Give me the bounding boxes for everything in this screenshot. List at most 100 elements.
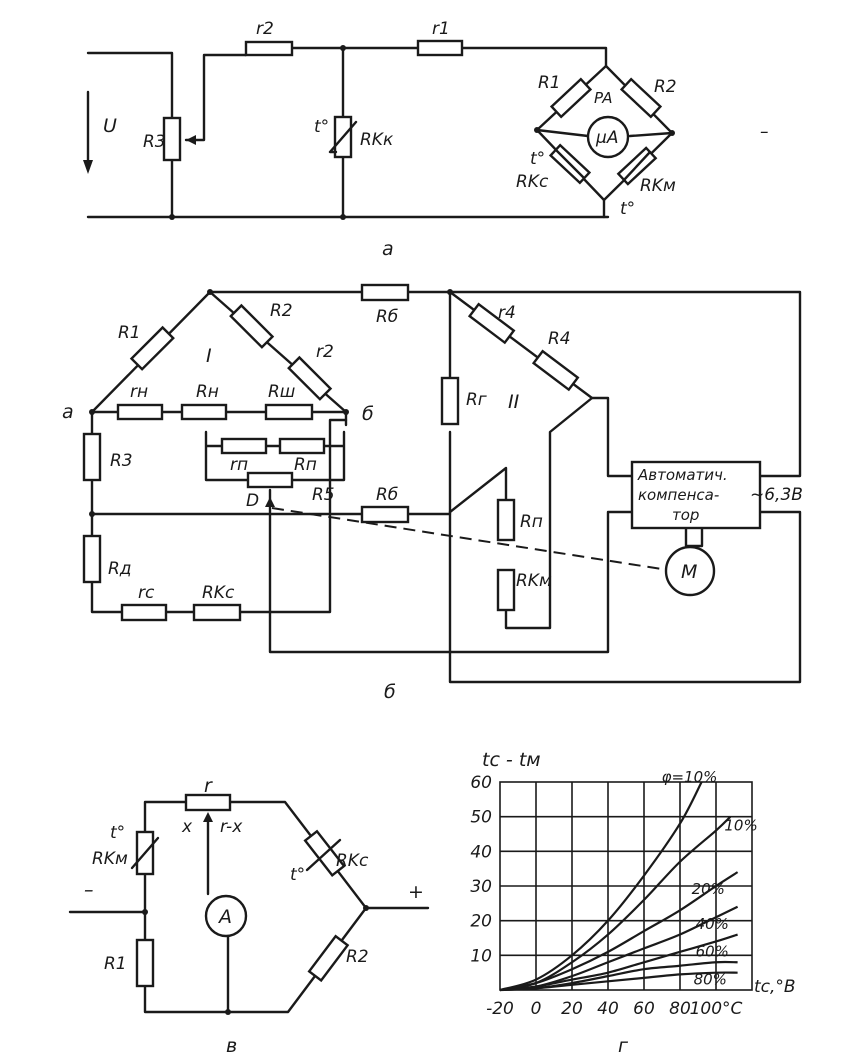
- label-a: а: [62, 401, 74, 423]
- resistor-R2-b: [229, 303, 275, 349]
- label-Rr: Rг: [466, 390, 487, 410]
- compensator-line-3: тор: [672, 506, 699, 524]
- chart-y-tick: 30: [470, 877, 492, 897]
- label-t-RKk: t°: [314, 117, 329, 137]
- compensator-line-2: компенса-: [638, 486, 719, 504]
- resistor-R1-b: [129, 325, 175, 371]
- label-R2-b: R2: [270, 301, 293, 321]
- label-RKc: RKс: [516, 172, 549, 192]
- chart-y-tick: 20: [470, 912, 492, 932]
- label-Rb-mid: Rб: [376, 485, 398, 505]
- resistor-R1-a: [549, 77, 593, 119]
- resistor-r4: [467, 302, 516, 345]
- motor: [664, 545, 716, 597]
- label-U: U: [103, 115, 117, 137]
- thermistor-RKm-b: [496, 568, 516, 612]
- resistor-r2-b: [287, 355, 333, 401]
- label-Rsh: Rш: [268, 382, 295, 402]
- label-RKc-v: RKс: [336, 851, 369, 871]
- label-r4: r4: [498, 303, 516, 323]
- chart-series-label: 60%: [696, 943, 729, 961]
- chart-series-label: 10%: [724, 817, 757, 835]
- chart-x-tick: 0: [531, 999, 542, 1019]
- resistor-R4: [531, 349, 580, 392]
- label-rn: rн: [130, 382, 148, 402]
- label-rx: r-x: [220, 817, 243, 837]
- panel-v: r x r-x t° RKм t° RKс A – + R1 R2 в: [68, 775, 430, 1057]
- resistor-Rb-top: [360, 283, 410, 302]
- label-Rn: Rн: [196, 382, 219, 402]
- label-Rb-top: Rб: [376, 307, 398, 327]
- resistor-R2-v: [307, 934, 350, 983]
- resistor-R3: [162, 116, 182, 162]
- label-rc: rс: [138, 583, 155, 603]
- label-R4: R4: [548, 329, 571, 349]
- chart-y-tick: 50: [470, 808, 492, 828]
- automatic-compensator: [630, 460, 762, 530]
- label-D: D: [246, 491, 259, 511]
- resistor-R1-v: [135, 938, 155, 988]
- label-r1: r1: [432, 19, 450, 39]
- chart-y-tick: 60: [470, 773, 492, 793]
- label-uA: μA: [595, 128, 618, 148]
- resistor-Rr: [440, 376, 460, 426]
- label-r2: r2: [256, 19, 274, 39]
- chart-series-label: 40%: [696, 915, 729, 933]
- label-Rd: Rд: [108, 559, 132, 579]
- chart-x-tick: 40: [597, 999, 619, 1019]
- panel-b: R1 R2 Rб r4 R4 I r2 II Rг а б rн Rн Rш R…: [62, 283, 803, 703]
- chart-series-label: φ=10%: [662, 768, 718, 786]
- label-II: II: [508, 391, 520, 413]
- chart-series-label: 20%: [692, 880, 725, 898]
- resistor-R2-a: [619, 77, 663, 119]
- label-M: M: [681, 561, 697, 583]
- label-r-v: r: [204, 775, 213, 797]
- chart-ylabel: tс - tм: [482, 749, 541, 771]
- chart-y-tick: 40: [470, 842, 492, 862]
- label-I: I: [206, 345, 212, 367]
- label-RKm-b: RKм: [516, 571, 552, 591]
- chart-series-line: [499, 971, 738, 992]
- label-r2-b: r2: [316, 342, 334, 362]
- label-RKk: RKк: [360, 130, 394, 150]
- caption-b: б: [384, 681, 396, 703]
- chart-series: φ=10%10%20%40%60%80%: [499, 768, 758, 992]
- label-plus-v: +: [408, 881, 424, 903]
- label-minus-v: –: [84, 879, 94, 901]
- resistor-Rp2: [496, 498, 516, 542]
- label-t-RKm-v: t°: [110, 823, 125, 843]
- chart-series-line: [499, 871, 739, 992]
- label-minus: –: [760, 122, 769, 142]
- caption-g: г: [618, 1035, 629, 1057]
- resistor-rp: [220, 437, 268, 455]
- chart-x-tick: 80: [669, 999, 691, 1019]
- chart-series-line: [499, 933, 738, 992]
- resistor-r2: [244, 40, 294, 57]
- label-R1-v: R1: [104, 954, 127, 974]
- label-b: б: [362, 403, 374, 425]
- label-RKm-v: RKм: [92, 849, 128, 869]
- compensator-line-1: Автоматич.: [637, 466, 728, 484]
- caption-v: в: [226, 1035, 237, 1057]
- label-A: A: [217, 906, 232, 928]
- resistor-rc: [120, 603, 168, 622]
- resistor-R5: [246, 471, 294, 489]
- caption-a: а: [382, 238, 394, 260]
- label-Rp: Rп: [294, 455, 317, 475]
- label-PA: PA: [594, 89, 613, 107]
- label-rp: rп: [230, 455, 248, 475]
- thermistor-RKc-b: [192, 603, 242, 622]
- resistor-Rp: [278, 437, 326, 455]
- label-t-RKc: t°: [530, 149, 545, 169]
- label-Rp2: Rп: [520, 512, 543, 532]
- resistor-R3-b: [82, 432, 102, 482]
- chart-x-tick: -20: [486, 999, 514, 1019]
- label-RKc-b: RKс: [202, 583, 235, 603]
- label-voltage: ~6,3В: [750, 485, 803, 505]
- panel-a: U R3 r2 r1 t° RKк R1 PA μA R2 t° RKс t° …: [83, 19, 769, 260]
- chart-x-tick: 100°С: [690, 999, 743, 1019]
- chart-x-tick: 20: [561, 999, 583, 1019]
